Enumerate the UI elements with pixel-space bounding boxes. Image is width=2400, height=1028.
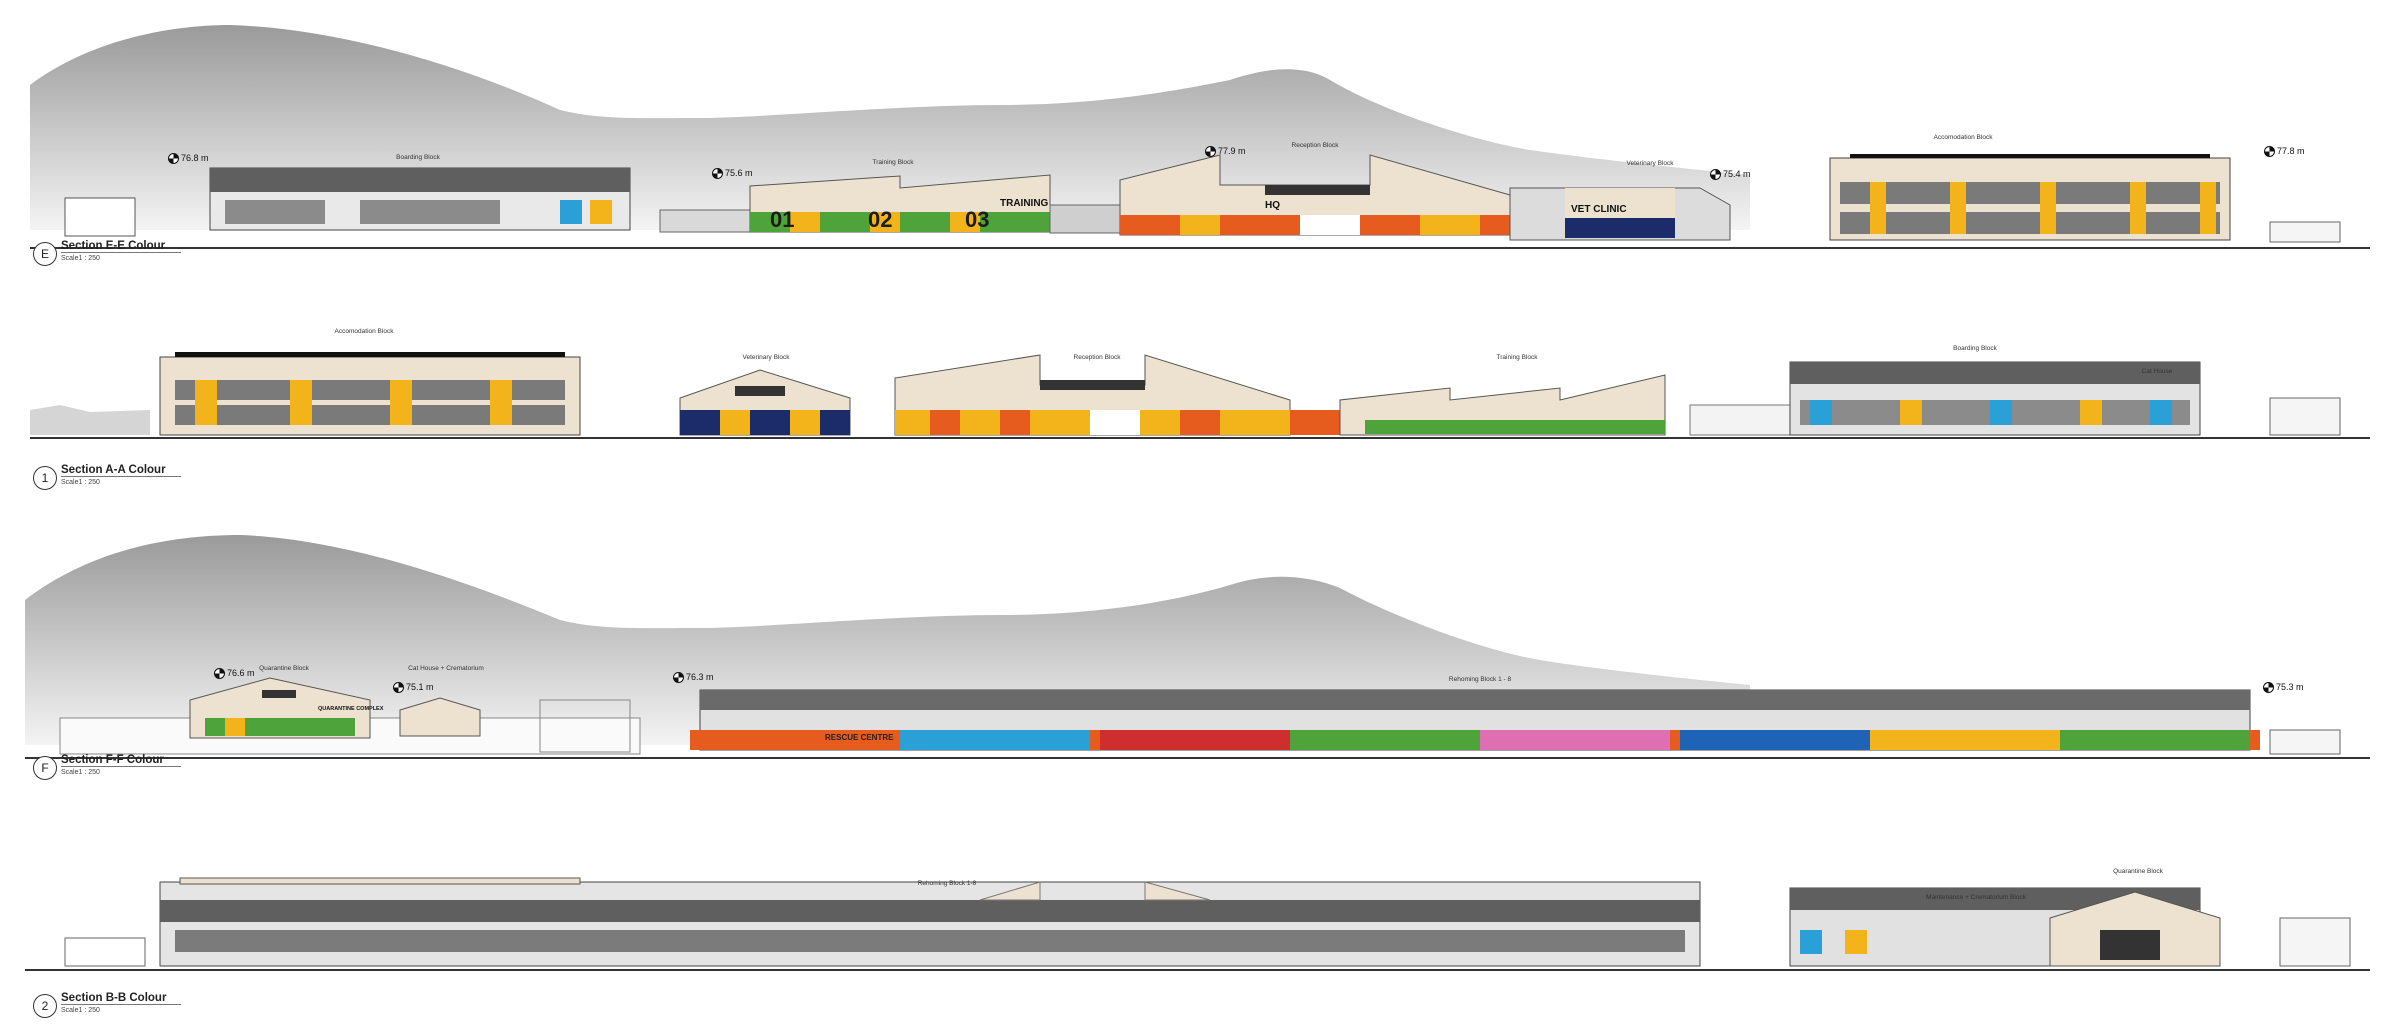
- label-cat-house-crematorium: Cat House + Crematorium: [408, 665, 484, 672]
- sign-quarantine-complex: QUARANTINE COMPLEX: [318, 706, 384, 712]
- section-b-b: Rehoming Block 1-8 Maintenance + Cremato…: [0, 820, 2400, 1028]
- level-icon: [712, 168, 723, 180]
- section-f-f-drawing: [25, 535, 2370, 759]
- rehoming-blocks: [159, 881, 1701, 967]
- level-icon: [673, 672, 684, 684]
- label-reception-block: Reception Block: [1073, 354, 1121, 361]
- level-marker: 77.9 m: [1205, 146, 1246, 158]
- level-marker: 76.6 m: [214, 668, 255, 680]
- title-underline: [61, 766, 181, 767]
- label-boarding-block: Boarding Block: [396, 154, 440, 161]
- section-scale: Scale1 : 250: [61, 1007, 100, 1014]
- label-cat-house: Cat House: [2141, 368, 2173, 375]
- level-marker: 75.6 m: [712, 168, 753, 180]
- title-underline: [61, 1004, 181, 1005]
- label-quarantine-block: Quarantine Block: [2113, 868, 2163, 875]
- section-e-e-drawing: [30, 25, 2370, 249]
- block-number: 03: [965, 207, 990, 232]
- label-accommodation-block: Accomodation Block: [1933, 134, 1993, 141]
- label-maintenance-crematorium-block: Maintenance + Crematorium Block: [1926, 894, 2026, 901]
- label-training-block: Training Block: [872, 159, 914, 166]
- section-marker-2: 2: [33, 994, 57, 1018]
- section-marker-f: F: [33, 756, 57, 780]
- cat-house-block: [399, 697, 481, 737]
- section-scale: Scale1 : 250: [61, 479, 100, 486]
- label-veterinary-block: Veterinary Block: [1626, 160, 1674, 167]
- level-icon: [2263, 682, 2274, 694]
- block-number: 01: [770, 207, 795, 232]
- level-marker: 75.1 m: [393, 682, 434, 694]
- level-marker: 75.3 m: [2263, 682, 2304, 694]
- level-icon: [214, 668, 225, 680]
- title-underline: [61, 252, 181, 253]
- section-b-b-drawing: [25, 877, 2370, 971]
- section-a-a-drawing: [30, 352, 2370, 439]
- sign-training: TRAINING: [1000, 198, 1049, 209]
- label-boarding-block: Boarding Block: [1953, 345, 1997, 352]
- level-icon: [2264, 146, 2275, 158]
- level-marker: 76.8 m: [168, 153, 209, 165]
- level-icon: [1205, 146, 1216, 158]
- sign-vet-clinic: VET CLINIC: [1571, 204, 1627, 215]
- level-icon: [168, 153, 179, 165]
- level-marker: 75.4 m: [1710, 169, 1751, 181]
- label-veterinary-block: Veterinary Block: [742, 354, 790, 361]
- level-marker: 77.8 m: [2264, 146, 2305, 158]
- label-quarantine-block: Quarantine Block: [259, 665, 309, 672]
- label-rehoming-block: Rehoming Block 1 - 8: [1448, 676, 1512, 683]
- section-title: Section B-B Colour: [61, 992, 167, 1004]
- section-title: Section A-A Colour: [61, 464, 166, 476]
- label-rehoming-block: Rehoming Block 1-8: [917, 880, 977, 887]
- quarantine-block: [2049, 891, 2221, 967]
- label-reception-block: Reception Block: [1291, 142, 1339, 149]
- section-a-a: Accomodation Block Veterinary Block Rece…: [0, 300, 2400, 500]
- sign-rescue-centre: RESCUE CENTRE: [825, 733, 894, 742]
- section-scale: Scale1 : 250: [61, 255, 100, 262]
- level-icon: [1710, 169, 1721, 181]
- label-accommodation-block: Accomodation Block: [334, 328, 394, 335]
- section-title: Section F-F Colour: [61, 754, 164, 766]
- section-e-e: Boarding Block Training Block Reception …: [0, 0, 2400, 270]
- label-training-block: Training Block: [1496, 354, 1538, 361]
- level-marker: 76.3 m: [673, 672, 714, 684]
- title-underline: [61, 476, 181, 477]
- block-number: 02: [868, 207, 893, 232]
- section-scale: Scale1 : 250: [61, 769, 100, 776]
- section-marker-e: E: [33, 242, 57, 266]
- section-marker-1: 1: [33, 466, 57, 490]
- sign-hq: HQ: [1265, 200, 1280, 211]
- level-icon: [393, 682, 404, 694]
- section-f-f: Quarantine Block Cat House + Crematorium…: [0, 530, 2400, 790]
- section-title: Section E-E Colour: [61, 240, 166, 252]
